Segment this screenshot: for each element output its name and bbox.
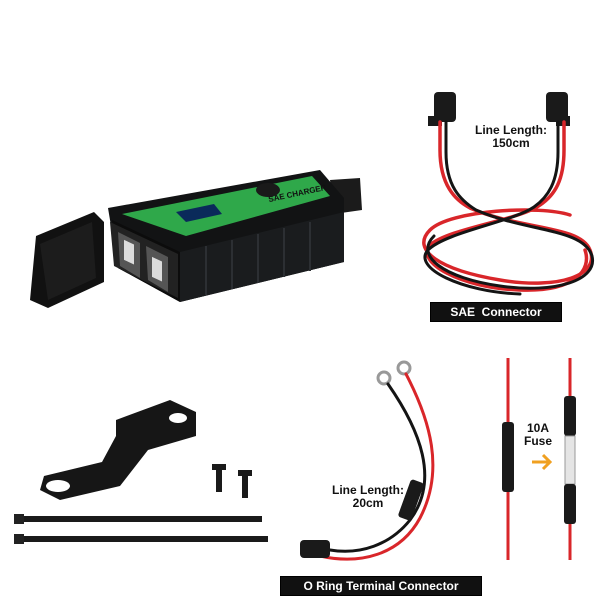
usb-charger xyxy=(30,170,362,308)
oring-length-value: 20cm xyxy=(352,496,384,511)
oring-cable xyxy=(300,360,435,561)
sae-length-title: Line Length: xyxy=(475,123,547,137)
sae-length-value: 150cm xyxy=(492,136,530,151)
oring-length-label: Line Length: 20cm xyxy=(318,483,418,511)
sae-connector-caption: SAE Connector xyxy=(430,302,562,322)
oring-connector-caption: O Ring Terminal Connector xyxy=(280,576,482,596)
cable-ties xyxy=(14,514,268,544)
sae-cable xyxy=(422,92,595,296)
sae-length-label: Line Length: 150cm xyxy=(456,123,566,151)
fuse-text: Fuse xyxy=(523,434,552,449)
fuse-label: 10A Fuse xyxy=(520,421,556,449)
mount-bracket xyxy=(40,400,196,500)
screws xyxy=(212,464,252,498)
oring-length-title: Line Length: xyxy=(332,483,404,497)
fuse-assembly xyxy=(502,358,576,560)
fuse-rating: 10A xyxy=(526,421,549,435)
